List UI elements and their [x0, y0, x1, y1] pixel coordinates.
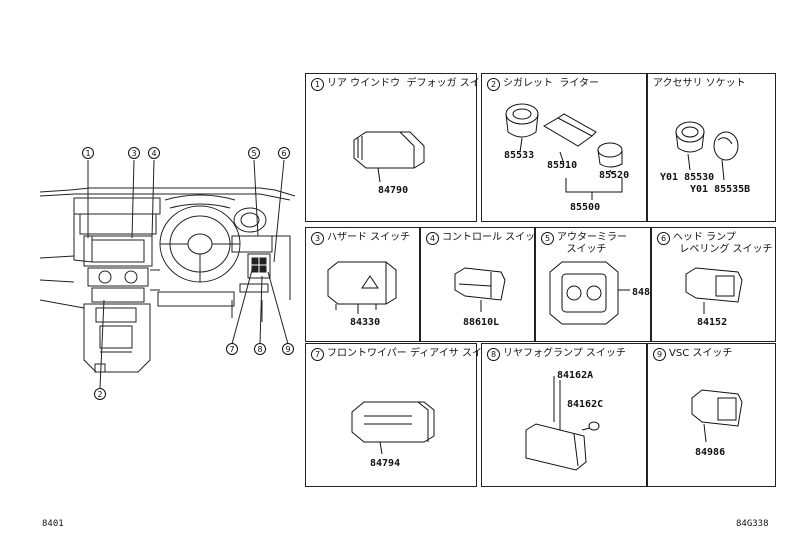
panel-title-text: アクセサリ ソケット [653, 78, 746, 89]
overview-callout-8: 8 [254, 343, 266, 355]
part-number: 84152 [697, 317, 728, 328]
component-drawing [351, 401, 435, 455]
part-number: 84790 [378, 185, 409, 196]
part-number: 85500 [570, 202, 601, 213]
component-drawing [691, 389, 743, 443]
component-drawing [675, 121, 739, 181]
panel-title-text: アウターミラー スイッチ [557, 232, 627, 255]
footer-left-code: 8401 [42, 519, 64, 529]
overview-callout-4: 4 [148, 147, 160, 159]
panel-title-text: リヤフォグランプ スイッチ [503, 348, 626, 359]
callout-number: 3 [311, 232, 324, 245]
callout-number: 7 [311, 348, 324, 361]
component-drawing [353, 131, 425, 183]
panel-title-text: ハザード スイッチ [327, 232, 411, 243]
component-drawing [685, 267, 743, 314]
panel-title-text: ヘッド ランプ レベリング スイッチ [673, 232, 773, 255]
component-drawing [525, 376, 600, 471]
callout-number: 8 [487, 348, 500, 361]
part-number: 84794 [370, 458, 401, 469]
component-drawing [505, 103, 623, 200]
part-number: Y01 85535B [690, 184, 751, 195]
part-number: 84162A [557, 370, 594, 381]
overview-callout-9: 9 [282, 343, 294, 355]
panel-title-text: コントロール スイッチ [442, 232, 546, 243]
component-drawing [454, 267, 506, 312]
footer-right-code: 84G338 [736, 519, 769, 529]
overview-callout-6: 6 [278, 147, 290, 159]
panel-title-text: リア ウインドウ デフォッガ スイッチ [327, 78, 500, 89]
part-number: 84330 [350, 317, 381, 328]
overview-callout-7: 7 [226, 343, 238, 355]
part-number: Y01 85530 [660, 172, 715, 183]
part-number: 85510 [547, 160, 578, 171]
part-number: 85533 [504, 150, 535, 161]
panel-title-text: シガレット ライター [503, 78, 599, 89]
part-number: 85520 [599, 170, 630, 181]
panel-title: アクセサリ ソケット [653, 78, 746, 90]
callout-number: 2 [487, 78, 500, 91]
overview-callout-3: 3 [128, 147, 140, 159]
callout-number: 9 [653, 348, 666, 361]
overview-callout-1: 1 [82, 147, 94, 159]
overview-callout-5: 5 [248, 147, 260, 159]
callout-number: 4 [426, 232, 439, 245]
overview-callout-2: 2 [94, 388, 106, 400]
part-number: 88610L [463, 317, 500, 328]
callout-number: 1 [311, 78, 324, 91]
callout-number: 6 [657, 232, 670, 245]
callout-number: 5 [541, 232, 554, 245]
component-drawing [549, 261, 630, 325]
component-drawing [327, 261, 397, 314]
panel-title-text: VSC スイッチ [669, 348, 733, 359]
part-number: 84986 [695, 447, 726, 458]
part-number: 84870A [632, 287, 668, 298]
part-number: 84162C [567, 399, 604, 410]
